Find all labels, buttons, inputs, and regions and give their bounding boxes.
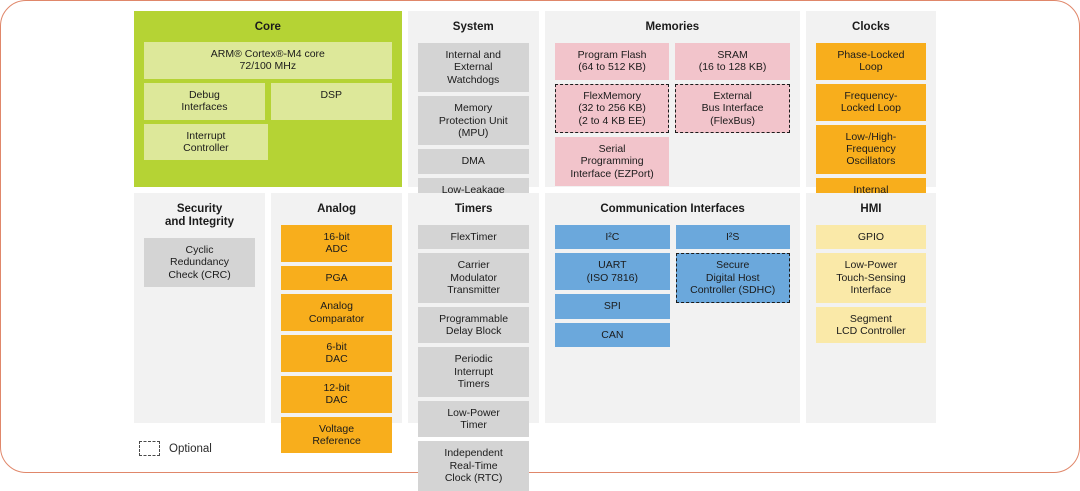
diagram-row-top: Core ARM® Cortex®-M4 core 72/100 MHz Deb… [134, 11, 936, 228]
block-periodic-interrupt-timers[interactable]: Periodic Interrupt Timers [418, 347, 530, 397]
block-voltage-reference[interactable]: Voltage Reference [281, 416, 393, 454]
block-memory-protection-unit[interactable]: Memory Protection Unit (MPU) [417, 96, 529, 146]
block-low-power-touch-sensing-interface[interactable]: Low-Power Touch-Sensing Interface [815, 253, 926, 303]
block-pga[interactable]: PGA [281, 265, 393, 291]
memories-column-right: SRAM (16 to 128 KB) External Bus Interfa… [675, 43, 790, 134]
panel-title-security-and-integrity: Security and Integrity [165, 203, 235, 228]
memories-column-left: Program Flash (64 to 512 KB) FlexMemory … [554, 43, 670, 187]
communication-block-group: I²C UART (ISO 7816) SPI CAN I²S Secure D… [555, 225, 790, 348]
communication-column-left: I²C UART (ISO 7816) SPI CAN [555, 225, 670, 348]
block-carrier-modulator-transmitter[interactable]: Carrier Modulator Transmitter [418, 253, 530, 303]
panel-analog: Analog 16-bit ADC PGA Analog Comparator … [271, 193, 403, 454]
diagram-row-bottom: Security and Integrity Cyclic Redundancy… [134, 193, 936, 491]
block-uart-iso-7816[interactable]: UART (ISO 7816) [555, 253, 670, 291]
block-program-flash[interactable]: Program Flash (64 to 512 KB) [554, 43, 670, 80]
block-interrupt-controller[interactable]: Interrupt Controller [144, 123, 268, 161]
block-flexmemory[interactable]: FlexMemory (32 to 256 KB) (2 to 4 KB EE) [554, 83, 670, 134]
panel-title-communication-interfaces: Communication Interfaces [600, 203, 745, 215]
analog-block-group: 16-bit ADC PGA Analog Comparator 6-bit D… [281, 225, 393, 454]
block-i2s[interactable]: I²S [675, 225, 790, 250]
panel-title-memories: Memories [645, 21, 700, 33]
panel-title-timers: Timers [454, 203, 493, 215]
block-low-high-frequency-oscillators[interactable]: Low-/High- Frequency Oscillators [815, 124, 926, 174]
block-sram[interactable]: SRAM (16 to 128 KB) [675, 43, 790, 80]
block-i2c[interactable]: I²C [555, 225, 670, 250]
block-gpio[interactable]: GPIO [815, 225, 926, 250]
block-segment-lcd-controller[interactable]: Segment LCD Controller [815, 306, 926, 344]
security-block-group: Cyclic Redundancy Check (CRC) [144, 238, 256, 288]
block-programmable-delay-block[interactable]: Programmable Delay Block [418, 306, 530, 344]
block-debug-interfaces[interactable]: Debug Interfaces [144, 82, 265, 120]
block-serial-programming-interface-ezport[interactable]: Serial Programming Interface (EZPort) [554, 137, 670, 187]
panel-title-analog: Analog [317, 203, 357, 215]
timers-block-group: FlexTimer Carrier Modulator Transmitter … [418, 225, 530, 491]
block-dma[interactable]: DMA [417, 149, 529, 174]
panel-security-and-integrity: Security and Integrity Cyclic Redundancy… [134, 193, 266, 423]
core-row-3: Interrupt Controller [144, 123, 392, 161]
panel-core: Core ARM® Cortex®-M4 core 72/100 MHz Deb… [134, 11, 402, 187]
panel-title-clocks: Clocks [852, 21, 890, 33]
panel-hmi: HMI GPIO Low-Power Touch-Sensing Interfa… [805, 193, 936, 423]
block-6-bit-dac[interactable]: 6-bit DAC [281, 335, 393, 372]
panel-timers: Timers FlexTimer Carrier Modulator Trans… [408, 193, 540, 491]
memories-block-group: Program Flash (64 to 512 KB) FlexMemory … [554, 43, 790, 187]
panel-title-system: System [452, 21, 494, 33]
block-analog-comparator[interactable]: Analog Comparator [281, 294, 393, 332]
block-spi[interactable]: SPI [555, 294, 670, 319]
block-diagram: Core ARM® Cortex®-M4 core 72/100 MHz Deb… [134, 11, 936, 491]
core-row-1: ARM® Cortex®-M4 core 72/100 MHz [144, 42, 392, 79]
system-block-group: Internal and External Watchdogs Memory P… [417, 43, 529, 215]
legend-optional-label: Optional [169, 442, 212, 455]
block-flextimer[interactable]: FlexTimer [418, 225, 530, 250]
panel-title-hmi: HMI [860, 203, 882, 215]
block-frequency-locked-loop[interactable]: Frequency- Locked Loop [815, 83, 926, 121]
block-independent-real-time-clock-rtc[interactable]: Independent Real-Time Clock (RTC) [418, 441, 530, 491]
panel-title-core: Core [254, 21, 281, 33]
panel-clocks: Clocks Phase-Locked Loop Frequency- Lock… [805, 11, 936, 228]
block-dsp[interactable]: DSP [270, 82, 392, 120]
block-internal-external-watchdogs[interactable]: Internal and External Watchdogs [417, 43, 529, 93]
block-can[interactable]: CAN [555, 322, 670, 348]
hmi-block-group: GPIO Low-Power Touch-Sensing Interface S… [815, 225, 926, 344]
panel-system: System Internal and External Watchdogs M… [407, 11, 539, 215]
panel-communication-interfaces: Communication Interfaces I²C UART (ISO 7… [545, 193, 800, 423]
block-arm-cortex-m4-core[interactable]: ARM® Cortex®-M4 core 72/100 MHz [144, 42, 392, 79]
optional-dashed-swatch-icon [139, 441, 160, 456]
core-row-2: Debug Interfaces DSP [144, 82, 392, 120]
core-block-group: ARM® Cortex®-M4 core 72/100 MHz Debug In… [144, 42, 392, 161]
block-low-power-timer[interactable]: Low-Power Timer [418, 400, 530, 438]
panel-memories: Memories Program Flash (64 to 512 KB) Fl… [544, 11, 800, 187]
legend: Optional [139, 441, 212, 456]
block-external-bus-interface-flexbus[interactable]: External Bus Interface (FlexBus) [675, 83, 790, 134]
block-cyclic-redundancy-check-crc[interactable]: Cyclic Redundancy Check (CRC) [144, 238, 256, 288]
block-phase-locked-loop[interactable]: Phase-Locked Loop [815, 43, 926, 80]
block-12-bit-dac[interactable]: 12-bit DAC [281, 375, 393, 413]
block-16-bit-adc[interactable]: 16-bit ADC [281, 225, 393, 262]
block-secure-digital-host-controller-sdhc[interactable]: Secure Digital Host Controller (SDHC) [675, 253, 790, 303]
communication-column-right: I²S Secure Digital Host Controller (SDHC… [675, 225, 790, 303]
